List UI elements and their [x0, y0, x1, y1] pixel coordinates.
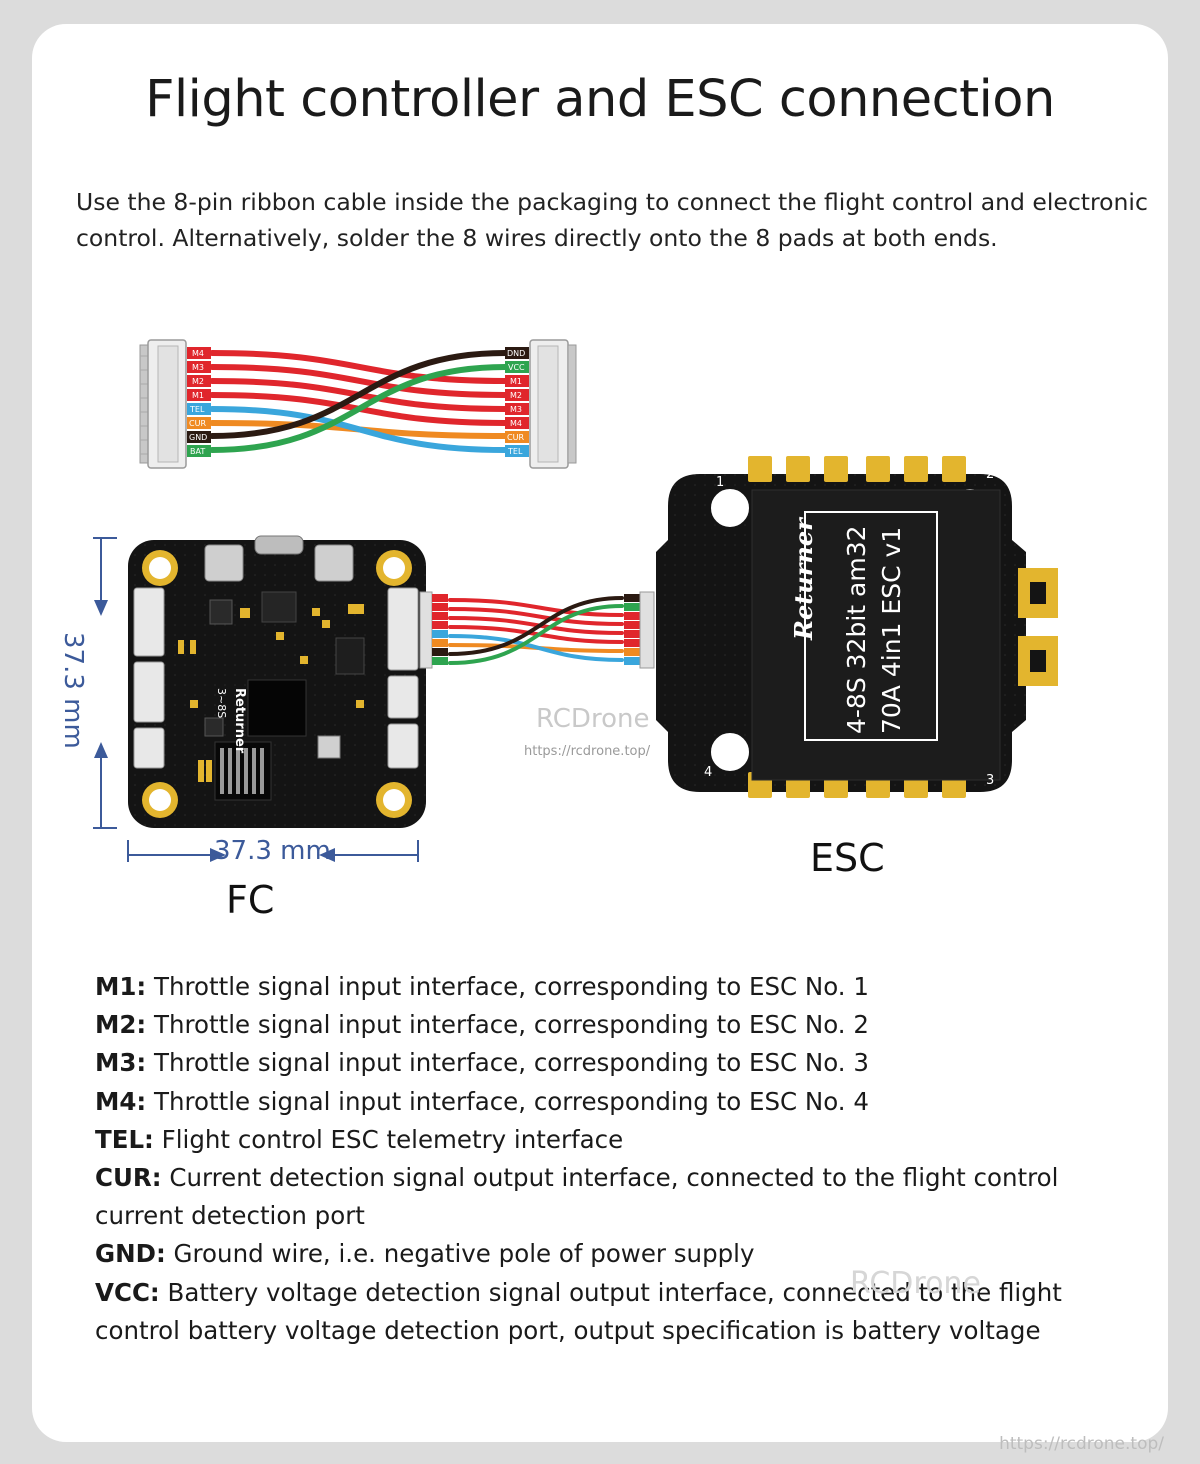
esc-board: Returner 4-8S 32bit am32 70A 4in1 ESC v1… — [656, 456, 1058, 798]
right-pin-label: VCC — [508, 363, 525, 372]
connector-icon — [529, 339, 577, 469]
fc-voltage: 3~8S — [215, 688, 228, 718]
definition-tel: TEL: Flight control ESC telemetry interf… — [95, 1124, 624, 1154]
left-pin-label: M1 — [192, 391, 204, 400]
intro-text: Use the 8-pin ribbon cable inside the pa… — [76, 184, 1156, 256]
left-pin-label: CUR — [189, 419, 206, 428]
esc-corner-num: 3 — [986, 773, 994, 788]
right-pin-label: M3 — [510, 405, 522, 414]
esc-corner-num: 1 — [716, 475, 724, 490]
intro-line-1: Use the 8-pin ribbon cable inside the pa… — [76, 188, 1148, 216]
esc-spec-line-1: 4-8S 32bit am32 — [842, 525, 871, 734]
fc-board: Returner 3~8S — [128, 535, 433, 828]
intro-line-2: control. Alternatively, solder the 8 wir… — [76, 224, 998, 252]
definition-gnd: GND: Ground wire, i.e. negative pole of … — [95, 1239, 755, 1269]
short-cable — [432, 591, 655, 669]
ribbon-cable: M4 M3 M2 M1 TEL CUR GND BAT DND VCC M1 M… — [139, 339, 577, 469]
esc-spec-line-2: 70A 4in1 ESC v1 — [877, 527, 906, 734]
watermark-brand-lower: RCDrone — [850, 1266, 981, 1301]
right-pin-label: M1 — [510, 377, 522, 386]
definition-m4: M4: Throttle signal input interface, cor… — [95, 1086, 869, 1116]
left-pin-label: BAT — [190, 447, 205, 456]
fc-brand: Returner — [232, 688, 247, 754]
dimension-arrow-icon — [93, 537, 117, 829]
definition-cur: CUR: Current detection signal output int… — [95, 1163, 1059, 1231]
pin-definitions: M1: Throttle signal input interface, cor… — [95, 968, 1135, 1350]
connection-diagram: M4 M3 M2 M1 TEL CUR GND BAT DND VCC M1 M… — [93, 339, 1058, 862]
right-pin-label: DND — [507, 349, 525, 358]
fc-height-dimension: 37.3 mm — [58, 632, 88, 749]
esc-corner-num: 2 — [986, 467, 994, 482]
fc-label: FC — [226, 878, 275, 922]
left-pin-label: GND — [189, 433, 207, 442]
esc-corner-num: 4 — [704, 765, 712, 780]
watermark-url: https://rcdrone.top/ — [524, 744, 651, 759]
left-pin-label: TEL — [189, 405, 205, 414]
left-pin-label: M4 — [192, 349, 204, 358]
left-pin-label: M3 — [192, 363, 204, 372]
right-pin-label: M2 — [510, 391, 522, 400]
watermark-brand: RCDrone — [536, 704, 650, 734]
dimension-arrow-icon — [127, 840, 419, 862]
esc-brand: Returner — [789, 516, 818, 641]
right-pin-label: TEL — [507, 447, 523, 456]
page-title: Flight controller and ESC connection — [145, 70, 1055, 129]
left-pin-label: M2 — [192, 377, 204, 386]
esc-label: ESC — [810, 836, 885, 880]
definition-vcc: VCC: Battery voltage detection signal ou… — [95, 1277, 1062, 1345]
fc-width-dimension: 37.3 mm — [214, 836, 331, 866]
footer-url: https://rcdrone.top/ — [999, 1434, 1164, 1454]
definition-m3: M3: Throttle signal input interface, cor… — [95, 1048, 869, 1078]
right-pin-label: CUR — [507, 433, 524, 442]
connector-icon — [139, 339, 187, 469]
right-pin-label: M4 — [510, 419, 522, 428]
definition-m1: M1: Throttle signal input interface, cor… — [95, 972, 869, 1001]
definition-m2: M2: Throttle signal input interface, cor… — [95, 1010, 869, 1040]
